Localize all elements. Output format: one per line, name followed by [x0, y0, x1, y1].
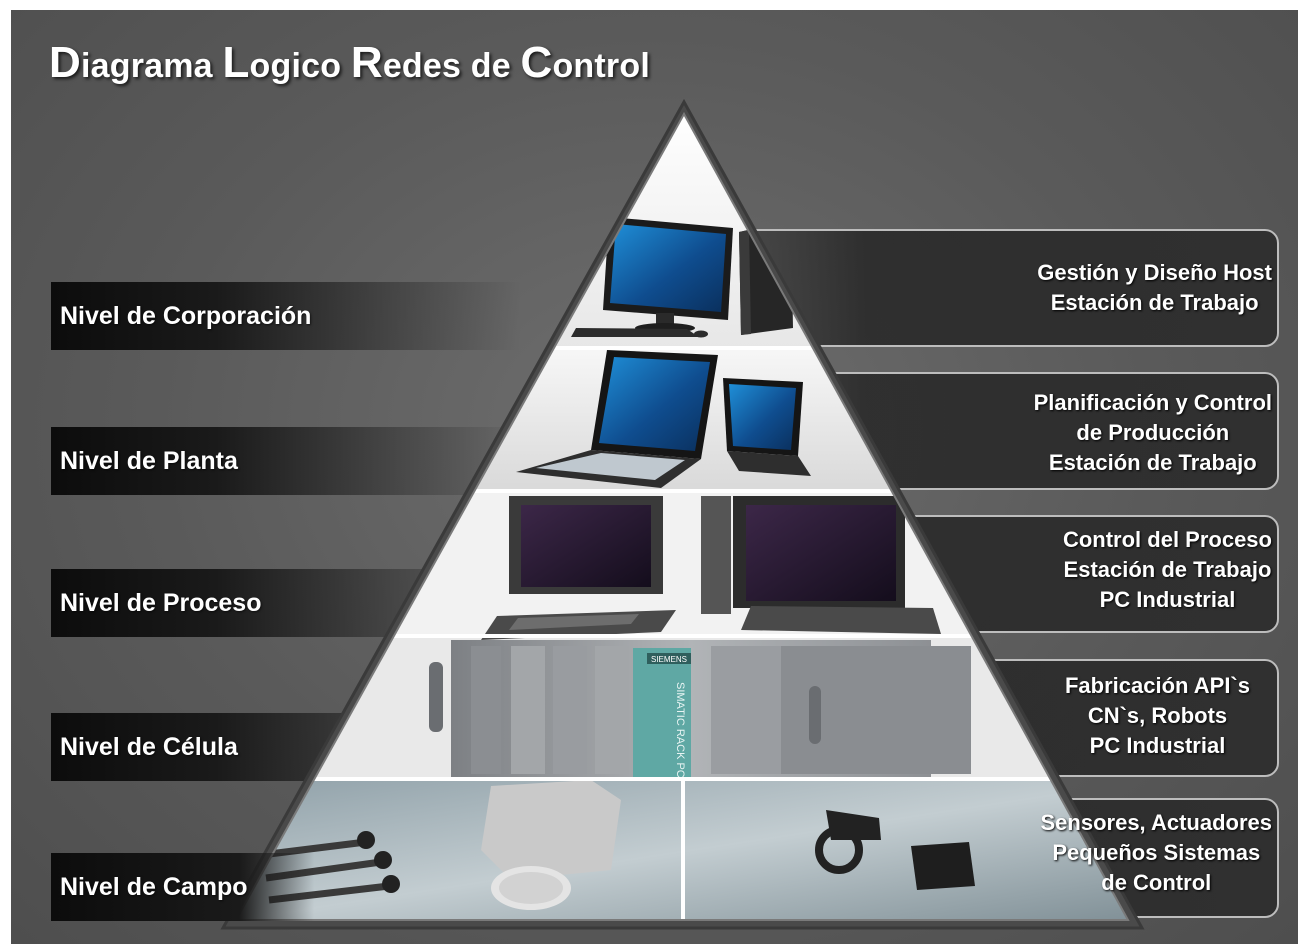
description-line: Fabricación API`s — [1064, 673, 1250, 698]
industrial-pc-icon — [481, 496, 941, 640]
desktop-computer-icon — [571, 217, 793, 338]
rack-pc-icon: SIEMENS SIMATIC RACK PC — [429, 640, 971, 778]
description-proceso: Control del Proceso Estación de Trabajo … — [1063, 525, 1272, 615]
laptop-icon — [516, 350, 811, 488]
title-segment: ontrol — [552, 47, 650, 85]
description-line: PC Industrial — [1099, 587, 1236, 612]
pyramid-diagram: SIEMENS SIMATIC RACK PC — [220, 98, 1145, 930]
title-segment: edes de — [382, 47, 521, 85]
description-campo: Sensores, Actuadores Pequeños Sistemas d… — [1041, 808, 1273, 898]
description-line: Estación de Trabajo — [1048, 450, 1257, 475]
level-label-campo-text: Nivel de Campo — [60, 872, 248, 901]
description-line: Estación de Trabajo — [1050, 290, 1259, 315]
level-label-campo: Nivel de Campo — [51, 853, 521, 921]
simatic-rack-label: SIMATIC RACK PC — [674, 682, 686, 778]
title-segment: iagrama — [80, 47, 223, 85]
siemens-badge: SIEMENS — [651, 655, 687, 664]
title-initial: D — [49, 38, 81, 87]
description-line: Estación de Trabajo — [1063, 557, 1272, 582]
tier-proceso — [236, 491, 1128, 636]
description-line: Sensores, Actuadores — [1040, 810, 1273, 835]
description-line: Control del Proceso — [1062, 527, 1272, 552]
description-line: Pequeños Sistemas — [1052, 840, 1261, 865]
slide: Diagrama Logico Redes de Control Nivel d… — [11, 10, 1298, 944]
description-line: PC Industrial — [1089, 733, 1226, 758]
description-corporacion: Gestión y Diseño Host Estación de Trabaj… — [1037, 258, 1272, 318]
title-initial: L — [222, 38, 250, 87]
title-initial: C — [520, 38, 553, 87]
page-title: Diagrama Logico Redes de Control — [49, 38, 650, 88]
title-segment: ogico — [249, 47, 351, 85]
description-planta: Planificación y Control de Producción Es… — [1034, 388, 1272, 478]
level-label-planta: Nivel de Planta — [51, 427, 521, 495]
description-line: CN`s, Robots — [1087, 703, 1228, 728]
description-line: de Control — [1101, 870, 1212, 895]
description-line: de Producción — [1076, 420, 1230, 445]
description-line: Planificación y Control — [1033, 390, 1272, 415]
title-initial: R — [350, 38, 383, 87]
description-line: Gestión y Diseño Host — [1037, 260, 1272, 285]
description-celula: Fabricación API`s CN`s, Robots PC Indust… — [1065, 671, 1250, 761]
level-label-corporacion: Nivel de Corporación — [51, 282, 521, 350]
